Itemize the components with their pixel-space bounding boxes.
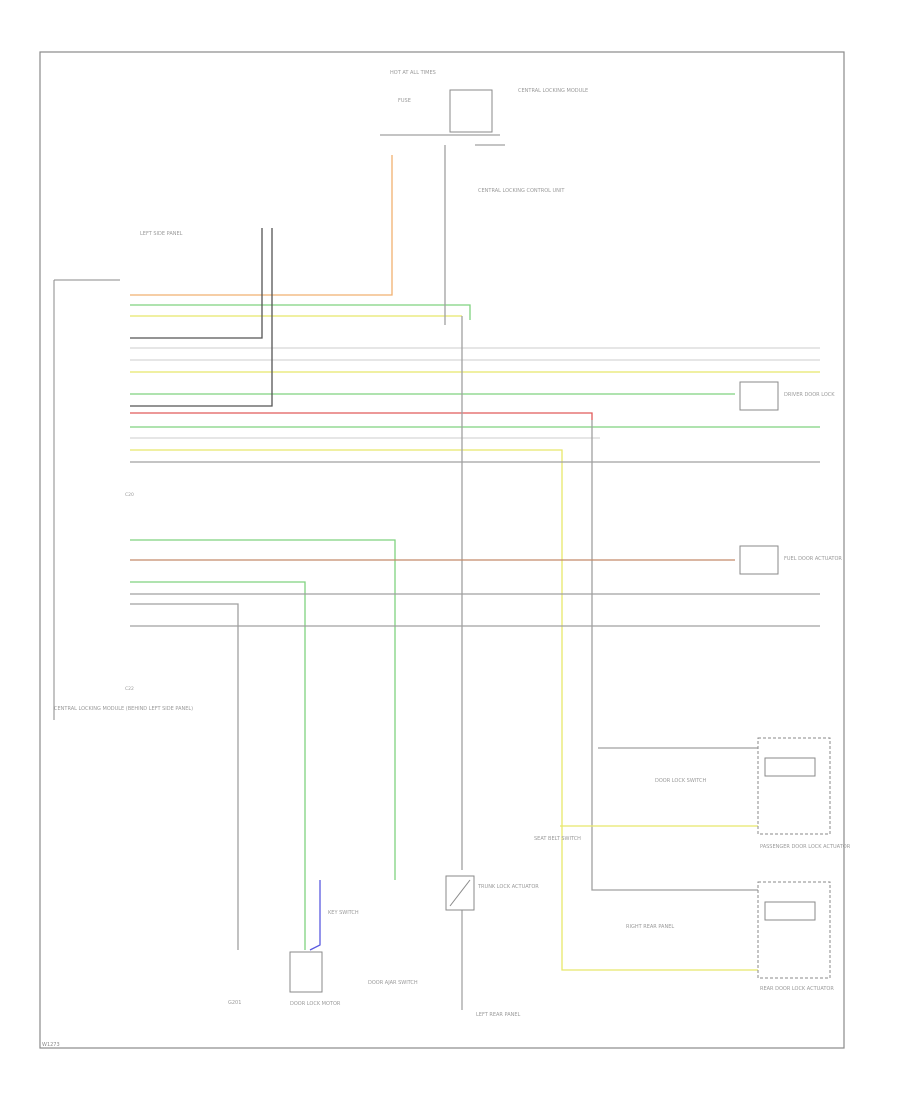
passenger-door-box: [757, 737, 831, 835]
central-unit-box: [449, 89, 493, 133]
wire-green-5: [130, 581, 306, 950]
module-main-label: CENTRAL LOCKING MODULE (BEHIND LEFT SIDE…: [54, 706, 193, 712]
left-rear-panel-label: LEFT REAR PANEL: [476, 1012, 521, 1018]
top-fuse-block: HOT AT ALL TIMES FUSE CENTRAL LOCKING MO…: [380, 70, 588, 194]
door-components: PASSENGER DOOR LOCK ACTUATOR REAR DOOR L…: [626, 737, 851, 992]
rear-door-label: REAR DOOR LOCK ACTUATOR: [760, 986, 834, 992]
wires-upper: [130, 145, 820, 971]
top-fuse-label: HOT AT ALL TIMES: [390, 70, 436, 76]
driver-door-lock-box: [739, 381, 779, 411]
fuel-door-actuator-box: [739, 545, 779, 575]
central-unit-lower-label: CENTRAL LOCKING CONTROL UNIT: [478, 188, 565, 194]
wires-lower: [130, 539, 820, 951]
ground-right-label: RIGHT REAR PANEL: [626, 924, 674, 930]
seat-belt-switch-label: SEAT BELT SWITCH: [534, 836, 581, 842]
wire-green-4: [130, 539, 396, 880]
rear-door-box: [757, 881, 831, 979]
wire-blue-1: [309, 880, 321, 951]
wire-gray-2: [591, 420, 760, 891]
connector-b-label: C22: [125, 686, 134, 692]
passenger-door-label: PASSENGER DOOR LOCK ACTUATOR: [760, 844, 851, 850]
connector-a-label: C20: [125, 492, 134, 498]
rear-door-inner: [764, 901, 816, 921]
central-unit-label: CENTRAL LOCKING MODULE: [518, 88, 588, 94]
key-switch-label: KEY SWITCH: [328, 910, 359, 916]
left-ground-label: LEFT SIDE PANEL: [140, 231, 183, 237]
fuel-door-actuator-label: FUEL DOOR ACTUATOR: [784, 556, 842, 562]
footer-code: W1273: [42, 1042, 60, 1048]
door-lock-motor-box: [289, 951, 323, 993]
diagram-frame: [39, 51, 845, 1049]
bottom-components: DOOR LOCK MOTOR G201 KEY SWITCH DOOR AJA…: [228, 836, 581, 1018]
top-fuse-sub-label: FUSE: [398, 98, 411, 104]
trunk-actuator-label: TRUNK LOCK ACTUATOR: [477, 884, 539, 890]
wire-dark-1: [130, 228, 263, 339]
wire-orange-1: [130, 155, 393, 296]
ground-g-label: G201: [228, 1000, 241, 1006]
right-components-upper: DRIVER DOOR LOCK FUEL DOOR ACTUATOR: [739, 381, 842, 575]
passenger-door-inner: [764, 757, 816, 777]
wire-yellow-3: [130, 449, 760, 971]
main-module: CENTRAL LOCKING MODULE (BEHIND LEFT SIDE…: [53, 231, 193, 720]
wire-gray-4: [130, 603, 239, 950]
driver-door-lock-label: DRIVER DOOR LOCK: [784, 392, 835, 398]
door-ajar-switch-label: DOOR AJAR SWITCH: [368, 980, 418, 986]
wire-green-1: [130, 304, 471, 320]
wire-dark-2: [130, 228, 273, 407]
door-switch-label: DOOR LOCK SWITCH: [655, 778, 707, 784]
trunk-switch-arm: [449, 879, 471, 907]
door-lock-motor-label: DOOR LOCK MOTOR: [290, 1001, 341, 1007]
wire-red-1: [130, 412, 593, 420]
